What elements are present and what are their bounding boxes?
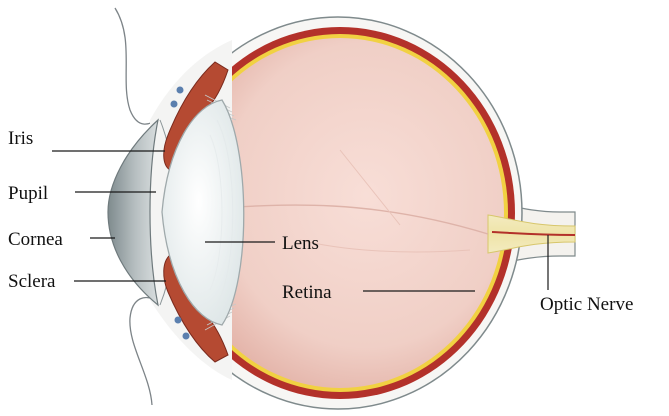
cornea-shape — [108, 120, 158, 305]
upper-eyelid-outline — [115, 8, 160, 124]
label-pupil: Pupil — [8, 183, 48, 204]
label-optic-nerve: Optic Nerve — [540, 294, 633, 315]
ciliary-dot — [183, 333, 190, 340]
label-lens: Lens — [282, 233, 319, 254]
label-sclera: Sclera — [8, 271, 56, 292]
lower-eyelid-outline — [130, 298, 160, 405]
ciliary-dot — [177, 87, 184, 94]
label-retina: Retina — [282, 282, 332, 303]
label-iris: Iris — [8, 128, 33, 149]
ciliary-dot — [171, 101, 178, 108]
ciliary-dot — [175, 317, 182, 324]
label-cornea: Cornea — [8, 229, 63, 250]
